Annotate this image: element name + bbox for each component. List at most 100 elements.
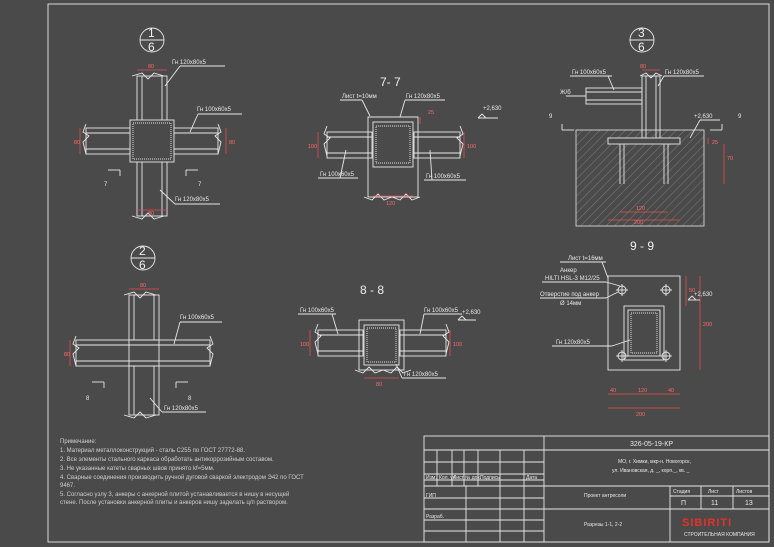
svg-text:200: 200 xyxy=(636,412,645,418)
anchor-plate xyxy=(607,275,681,371)
svg-text:Гн 100х60х5: Гн 100х60х5 xyxy=(180,315,215,321)
svg-text:80: 80 xyxy=(640,64,646,70)
svg-text:+2,630: +2,630 xyxy=(462,310,481,316)
svg-text:7: 7 xyxy=(104,182,108,188)
section-9-9: 9 - 9 40 120 40 200 50 200 Лист t=16мм А… xyxy=(540,239,713,418)
svg-text:Гн 120х80х5: Гн 120х80х5 xyxy=(172,60,207,66)
svg-text:Стадия: Стадия xyxy=(673,489,690,495)
svg-text:Лист t=10мм: Лист t=10мм xyxy=(342,94,377,100)
svg-text:100: 100 xyxy=(453,342,462,348)
svg-text:Анкер: Анкер xyxy=(560,268,577,274)
svg-text:1. Материал металлоконструкций: 1. Материал металлоконструкций - сталь С… xyxy=(60,447,245,454)
svg-text:Кол. уч: Кол. уч xyxy=(439,475,456,481)
svg-text:Ø 14мм: Ø 14мм xyxy=(560,301,581,307)
svg-text:80: 80 xyxy=(140,283,146,289)
svg-text:70: 70 xyxy=(727,156,733,162)
svg-text:80: 80 xyxy=(229,140,235,146)
title-block: Изм. Кол. уч Лист № док. Подпись Дата ГИ… xyxy=(423,435,770,543)
svg-text:11: 11 xyxy=(711,500,718,507)
svg-text:3. Не указанные катеты сварных: 3. Не указанные катеты сварных швов прин… xyxy=(60,466,215,472)
svg-text:+2,630: +2,630 xyxy=(694,292,713,298)
svg-text:100: 100 xyxy=(300,342,309,348)
svg-text:Гн 120х80х5: Гн 120х80х5 xyxy=(164,406,199,412)
svg-text:6: 6 xyxy=(139,258,146,272)
svg-text:25: 25 xyxy=(712,140,718,146)
svg-text:Гн 120х80х5: Гн 120х80х5 xyxy=(556,340,591,346)
svg-text:Примечание:: Примечание: xyxy=(60,439,97,445)
svg-text:9: 9 xyxy=(549,114,553,120)
svg-text:МО, г. Химки, мкр-н. Новогорск: МО, г. Химки, мкр-н. Новогорск, xyxy=(618,459,691,465)
svg-text:Ж/б: Ж/б xyxy=(560,90,571,96)
svg-text:Гн 100х60х5: Гн 100х60х5 xyxy=(572,70,607,76)
svg-text:Лист: Лист xyxy=(453,475,465,481)
svg-text:Гн 100х60х5: Гн 100х60х5 xyxy=(197,107,232,113)
section-7-7: 7- 7 100 100 120 25 Лист t=10мм Гн 120х8… xyxy=(308,75,502,207)
sheet-frame xyxy=(47,3,770,543)
svg-text:9467.: 9467. xyxy=(60,483,75,489)
svg-text:ул. Ивановская, д. _, корп._,: ул. Ивановская, д. _, корп._, кв. _ xyxy=(612,468,690,474)
svg-text:80: 80 xyxy=(74,140,80,146)
svg-text:7: 7 xyxy=(198,182,202,188)
svg-text:80: 80 xyxy=(148,64,154,70)
node-3-detail: 3 6 9 9 80 120 200 25 70 Гн 100х60х5 Гн … xyxy=(549,26,742,227)
svg-text:Гн 100х60х5: Гн 100х60х5 xyxy=(424,308,459,314)
svg-text:Гн 100х60х5: Гн 100х60х5 xyxy=(300,308,335,314)
svg-text:Изм.: Изм. xyxy=(426,475,437,481)
concrete-wall xyxy=(575,129,705,227)
svg-text:+2,630: +2,630 xyxy=(483,106,502,112)
node-1-detail: 1 6 80 80 80 80 Гн 120х80х5 Гн 100х60х5 … xyxy=(74,26,242,220)
svg-text:40: 40 xyxy=(610,388,616,394)
svg-text:Отверстие под анкер: Отверстие под анкер xyxy=(540,292,600,298)
svg-text:Гн 120х80х5: Гн 120х80х5 xyxy=(665,70,700,76)
section-7-7-title: 7- 7 xyxy=(380,75,401,89)
anchor-holes xyxy=(616,284,672,362)
svg-text:100: 100 xyxy=(467,144,476,150)
svg-text:+2,630: +2,630 xyxy=(694,114,713,120)
svg-text:Разраб.: Разраб. xyxy=(426,514,444,520)
svg-text:Гн 120х80х5: Гн 120х80х5 xyxy=(404,372,439,378)
svg-text:80: 80 xyxy=(64,352,70,358)
svg-text:120: 120 xyxy=(636,206,645,212)
node-1-sheet: 6 xyxy=(148,40,155,54)
node-1-number: 1 xyxy=(148,26,155,40)
svg-text:Гн 120х80х5: Гн 120х80х5 xyxy=(406,94,441,100)
svg-text:СТРОИТЕЛЬНАЯ КОМПАНИЯ: СТРОИТЕЛЬНАЯ КОМПАНИЯ xyxy=(684,532,755,538)
general-notes: Примечание: 1. Материал металлоконструкц… xyxy=(60,439,304,506)
svg-text:200: 200 xyxy=(703,322,712,328)
svg-text:№ док.: № док. xyxy=(465,475,481,481)
svg-text:Листов: Листов xyxy=(736,489,753,495)
section-8-8: 8 - 8 100 100 80 Гн 100х60х5 Гн 100х60х5… xyxy=(298,283,481,388)
svg-text:326-05-19-КР: 326-05-19-КР xyxy=(630,441,673,448)
svg-text:8: 8 xyxy=(86,396,90,402)
svg-text:Проект антресоли: Проект антресоли xyxy=(584,493,626,499)
svg-text:3: 3 xyxy=(638,26,645,40)
svg-text:Лист: Лист xyxy=(708,489,720,495)
svg-text:Лист t=16мм: Лист t=16мм xyxy=(568,256,603,262)
svg-text:120: 120 xyxy=(638,388,647,394)
node-2-detail: 2 6 80 80 Гн 100х60х5 Гн 120х80х5 8 8 xyxy=(64,244,222,419)
svg-text:ГИП: ГИП xyxy=(426,493,436,499)
svg-text:стене. После установки анкерно: стене. После установки анкерной плиты и … xyxy=(60,499,288,506)
svg-text:8: 8 xyxy=(188,396,192,402)
company-logo: SIBIRITI xyxy=(682,517,732,529)
svg-text:40: 40 xyxy=(668,388,674,394)
svg-text:Разрезы 1-1, 2-2: Разрезы 1-1, 2-2 xyxy=(584,522,622,528)
svg-text:6: 6 xyxy=(638,40,645,54)
svg-text:9 - 9: 9 - 9 xyxy=(630,239,654,253)
svg-text:Дата: Дата xyxy=(526,475,537,481)
svg-text:Гн 100х60х5: Гн 100х60х5 xyxy=(320,172,355,178)
svg-text:П: П xyxy=(681,500,686,507)
svg-text:80: 80 xyxy=(148,211,154,217)
svg-text:50: 50 xyxy=(689,288,695,294)
svg-text:2: 2 xyxy=(139,244,146,258)
svg-text:9: 9 xyxy=(738,114,742,120)
svg-text:200: 200 xyxy=(634,220,643,226)
svg-text:Гн 120х80х5: Гн 120х80х5 xyxy=(175,197,210,203)
svg-text:8 - 8: 8 - 8 xyxy=(360,283,384,297)
svg-text:5. Согласно узлу 3, анкеры с а: 5. Согласно узлу 3, анкеры с анкерной пл… xyxy=(60,491,289,498)
svg-text:25: 25 xyxy=(428,110,434,116)
svg-text:HILTI HSL-3 M12/25: HILTI HSL-3 M12/25 xyxy=(545,276,600,282)
svg-text:Гн 100х60х5: Гн 100х60х5 xyxy=(426,174,461,180)
svg-text:13: 13 xyxy=(745,500,753,507)
